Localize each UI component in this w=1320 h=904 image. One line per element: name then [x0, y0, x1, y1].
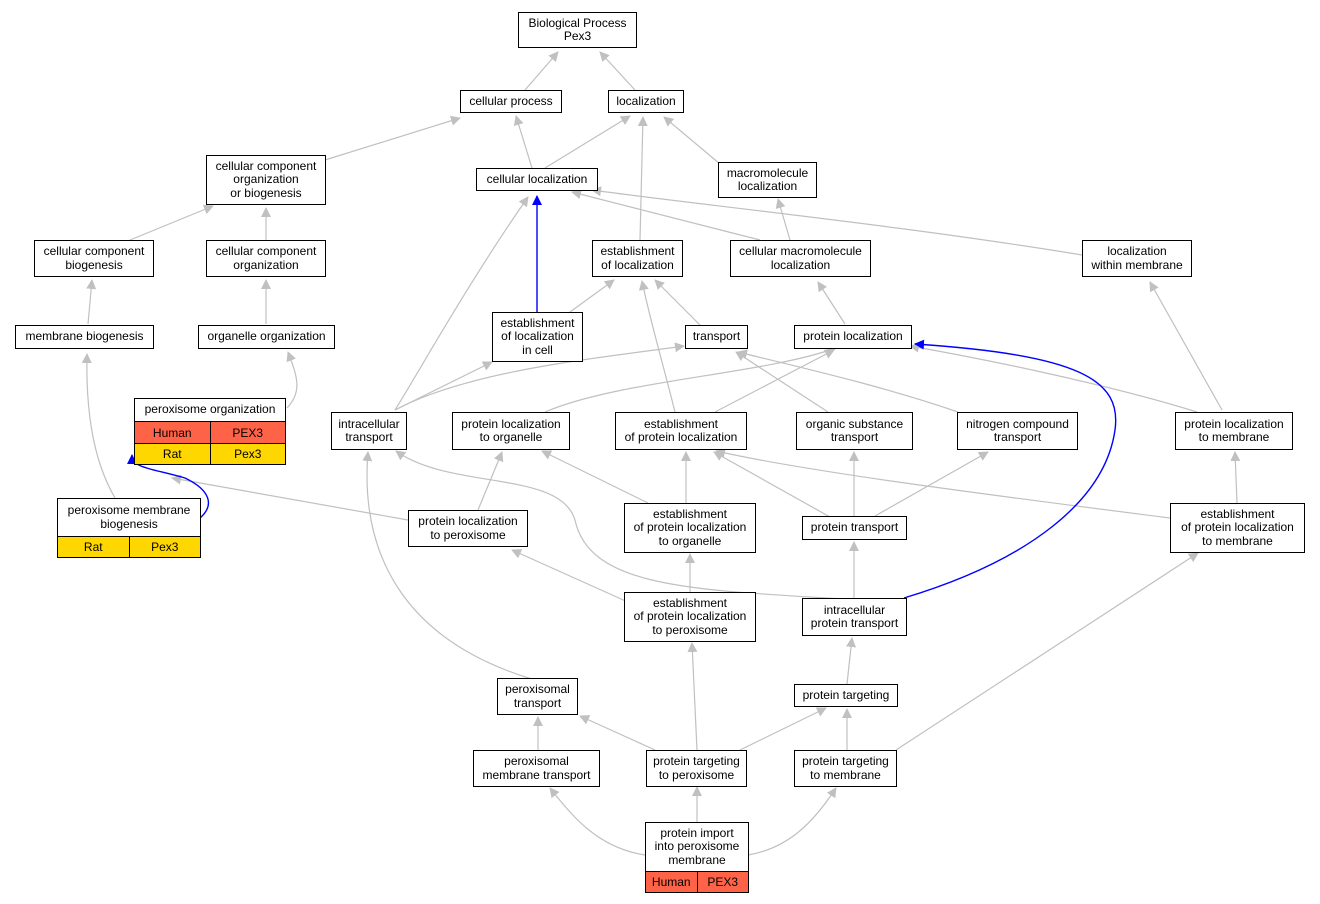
- edge: [591, 186, 1083, 256]
- go-node-organelle-organization[interactable]: organelle organization: [198, 325, 335, 349]
- go-node-transport[interactable]: transport: [685, 325, 748, 349]
- edge: [817, 281, 846, 325]
- go-node-localization[interactable]: localization: [608, 90, 684, 113]
- gene-cell: Pex3: [128, 537, 201, 557]
- go-node-protein-localization-to-membrane[interactable]: protein localization to membrane: [1175, 412, 1293, 450]
- edge: [544, 346, 837, 413]
- edge: [909, 342, 1198, 413]
- edge: [511, 549, 631, 604]
- edge: [171, 474, 409, 521]
- edge: [571, 189, 761, 241]
- go-node-protein-localization[interactable]: protein localization: [794, 325, 912, 349]
- edge: [715, 448, 1171, 519]
- go-node-cellular-process[interactable]: cellular process: [460, 90, 562, 113]
- edge: [477, 451, 504, 511]
- annotation-row: Rat Pex3: [135, 443, 285, 464]
- go-node-nitrogen-compound-transport[interactable]: nitrogen compound transport: [957, 412, 1078, 450]
- edge: [394, 342, 685, 411]
- edge: [362, 451, 536, 681]
- gene-cell: Pex3: [209, 444, 286, 464]
- go-node-protein-localization-to-organelle[interactable]: protein localization to organelle: [452, 412, 570, 450]
- edge: [739, 707, 827, 751]
- edge: [775, 198, 791, 241]
- edge: [687, 642, 698, 751]
- go-node-establishment-of-localization[interactable]: establishment of localization: [592, 240, 683, 277]
- edge: [735, 351, 829, 413]
- edge: [394, 196, 529, 411]
- go-node-protein-targeting[interactable]: protein targeting: [794, 684, 898, 707]
- edge: [129, 204, 214, 241]
- go-node-peroxisomal-transport[interactable]: peroxisomal transport: [497, 678, 578, 715]
- annotation-row: Human PEX3: [646, 872, 748, 892]
- edge: [286, 351, 298, 409]
- go-node-establishment-to-organelle[interactable]: establishment of protein localization to…: [624, 503, 756, 553]
- go-node-macromolecule-localization[interactable]: macromolecule localization: [718, 162, 817, 198]
- edge: [513, 115, 533, 169]
- edge: [654, 279, 701, 326]
- gene-cell: PEX3: [209, 422, 286, 443]
- edge: [599, 51, 636, 91]
- go-node-membrane-biogenesis[interactable]: membrane biogenesis: [15, 325, 154, 349]
- go-node-establishment-of-protein-localization[interactable]: establishment of protein localization: [615, 412, 747, 450]
- go-node-establishment-in-cell[interactable]: establishment of localization in cell: [492, 312, 583, 362]
- edge: [637, 116, 648, 241]
- edge: [895, 552, 1199, 751]
- edge: [874, 451, 989, 517]
- edge: [1230, 451, 1241, 504]
- go-node-intracellular-transport[interactable]: intracellular transport: [331, 412, 407, 450]
- go-node-intracellular-protein-transport[interactable]: intracellular protein transport: [802, 598, 907, 636]
- go-node-peroxisomal-membrane-transport[interactable]: peroxisomal membrane transport: [473, 750, 600, 787]
- go-node-protein-localization-to-peroxisome[interactable]: protein localization to peroxisome: [408, 510, 528, 547]
- edge: [638, 280, 676, 413]
- go-node-protein-transport[interactable]: protein transport: [802, 516, 907, 540]
- node-header: peroxisome membrane biogenesis: [58, 499, 200, 537]
- annotation-row: Rat Pex3: [58, 537, 200, 557]
- edge: [579, 715, 656, 751]
- edge: [81, 353, 116, 499]
- edge: [747, 787, 837, 856]
- edge: [714, 349, 835, 413]
- edge: [541, 450, 649, 504]
- go-node-localization-within-membrane[interactable]: localization within membrane: [1082, 240, 1192, 277]
- go-node-cellular-macromolecule-localization[interactable]: cellular macromolecule localization: [730, 240, 871, 277]
- species-cell: Rat: [83, 540, 103, 554]
- edge: [86, 279, 97, 325]
- go-node-protein-import-into-peroxisome-membrane[interactable]: protein import into peroxisome membrane …: [645, 822, 749, 893]
- node-header: protein import into peroxisome membrane: [646, 823, 748, 872]
- edge: [1149, 281, 1223, 411]
- edge: [395, 450, 861, 601]
- species-cell: Human: [651, 875, 691, 889]
- gene-cell: PEX3: [696, 872, 749, 892]
- go-node-root[interactable]: Biological Process Pex3: [518, 12, 637, 48]
- species-cell: Rat: [162, 447, 182, 461]
- highlight-edge: [903, 339, 1117, 599]
- go-node-establishment-to-peroxisome[interactable]: establishment of protein localization to…: [624, 592, 756, 642]
- species-cell: Human: [152, 425, 192, 440]
- go-node-cc-biogenesis[interactable]: cellular component biogenesis: [34, 240, 154, 277]
- edge: [569, 279, 615, 313]
- go-node-protein-targeting-to-membrane[interactable]: protein targeting to membrane: [794, 750, 897, 787]
- edge: [544, 115, 631, 169]
- go-node-peroxisome-organization[interactable]: peroxisome organization Human PEX3 Rat P…: [134, 398, 286, 465]
- go-node-cc-organization[interactable]: cellular component organization: [206, 240, 326, 277]
- go-node-cellular-localization[interactable]: cellular localization: [476, 168, 598, 191]
- edge: [663, 116, 721, 165]
- edge: [846, 637, 856, 685]
- go-node-establishment-to-membrane[interactable]: establishment of protein localization to…: [1170, 503, 1305, 553]
- edge: [324, 115, 461, 161]
- edge: [713, 451, 831, 518]
- go-node-protein-targeting-to-peroxisome[interactable]: protein targeting to peroxisome: [646, 750, 747, 787]
- annotation-row: Human PEX3: [135, 422, 285, 443]
- go-node-cc-org-or-biogenesis[interactable]: cellular component organization or bioge…: [206, 155, 326, 205]
- go-node-organic-substance-transport[interactable]: organic substance transport: [796, 412, 913, 450]
- edge: [524, 51, 559, 91]
- edge: [549, 787, 646, 856]
- node-header: peroxisome organization: [135, 399, 285, 422]
- go-node-peroxisome-membrane-biogenesis[interactable]: peroxisome membrane biogenesis Rat Pex3: [57, 498, 201, 558]
- edge: [737, 349, 959, 413]
